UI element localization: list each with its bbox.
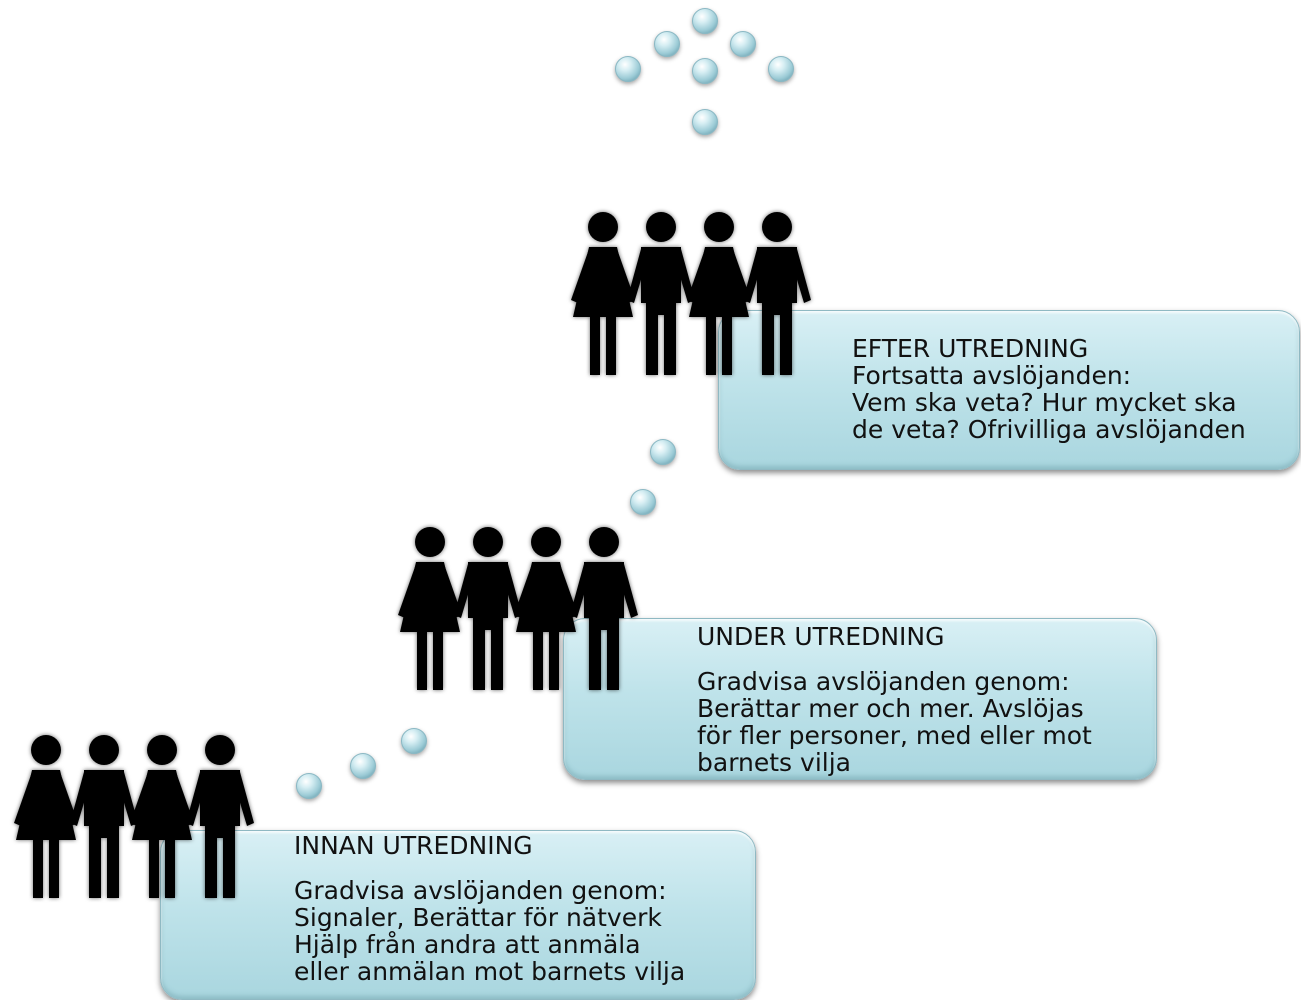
dotted-arrow-bead [692,8,718,34]
stage-line-before-3: Hjälp från andra att anmäla [294,930,641,959]
stage-title-during: UNDER UTREDNING [697,622,945,651]
dotted-path-bead [650,439,676,465]
dotted-arrow-bead [692,58,718,84]
figures [571,212,811,375]
dotted-arrow-bead [730,31,756,57]
stage-line-after-1: Fortsatta avslöjanden: [852,361,1132,390]
stage-line-after-3: de veta? Ofrivilliga avslöjanden [852,415,1246,444]
dotted-path-bead [401,728,427,754]
woman-figure-icon [687,212,751,375]
dotted-arrow-bead [768,56,794,82]
stage-title-after: EFTER UTREDNING [852,334,1089,363]
man-figure-icon [627,212,695,375]
stage-line-during-2: Berättar mer och mer. Avslöjas [697,694,1084,723]
stage-text-before: INNAN UTREDNING Gradvisa avslöjanden gen… [294,832,685,985]
dotted-arrow-bead [692,109,718,135]
dotted-arrow-bead [654,31,680,57]
stage-line-after-2: Vem ska veta? Hur mycket ska [852,388,1237,417]
people-group-icon [14,735,254,898]
stage-spacer [294,859,685,877]
people-group-icon [398,527,638,690]
dotted-path-bead [350,753,376,779]
stage-line-before-4: eller anmälan mot barnets vilja [294,957,686,986]
dotted-arrow-bead [615,56,641,82]
stage-line-during-3: för fler personer, med eller mot [697,721,1092,750]
woman-figure-icon [398,527,462,690]
stage-spacer [697,650,1092,668]
stage-box-after [718,310,1300,470]
stage-line-during-4: barnets vilja [697,748,851,777]
dotted-path-bead [630,489,656,515]
woman-figure-icon [130,735,194,898]
stage-line-before-1: Gradvisa avslöjanden genom: [294,876,667,905]
woman-figure-icon [14,735,78,898]
man-figure-icon [186,735,254,898]
man-figure-icon [70,735,138,898]
man-figure-icon [570,527,638,690]
stage-line-during-1: Gradvisa avslöjanden genom: [697,667,1070,696]
woman-figure-icon [514,527,578,690]
people-group-icon [571,212,811,375]
figures [14,735,254,898]
woman-figure-icon [571,212,635,375]
man-figure-icon [454,527,522,690]
dotted-path-bead [296,773,322,799]
stage-text-during: UNDER UTREDNING Gradvisa avslöjanden gen… [697,623,1092,776]
figures [398,527,638,690]
man-figure-icon [743,212,811,375]
stage-line-before-2: Signaler, Berättar för nätverk [294,903,662,932]
stage-title-before: INNAN UTREDNING [294,831,533,860]
stage-text-after: EFTER UTREDNING Fortsatta avslöjanden: V… [852,335,1246,443]
stage-box-during [563,618,1157,780]
